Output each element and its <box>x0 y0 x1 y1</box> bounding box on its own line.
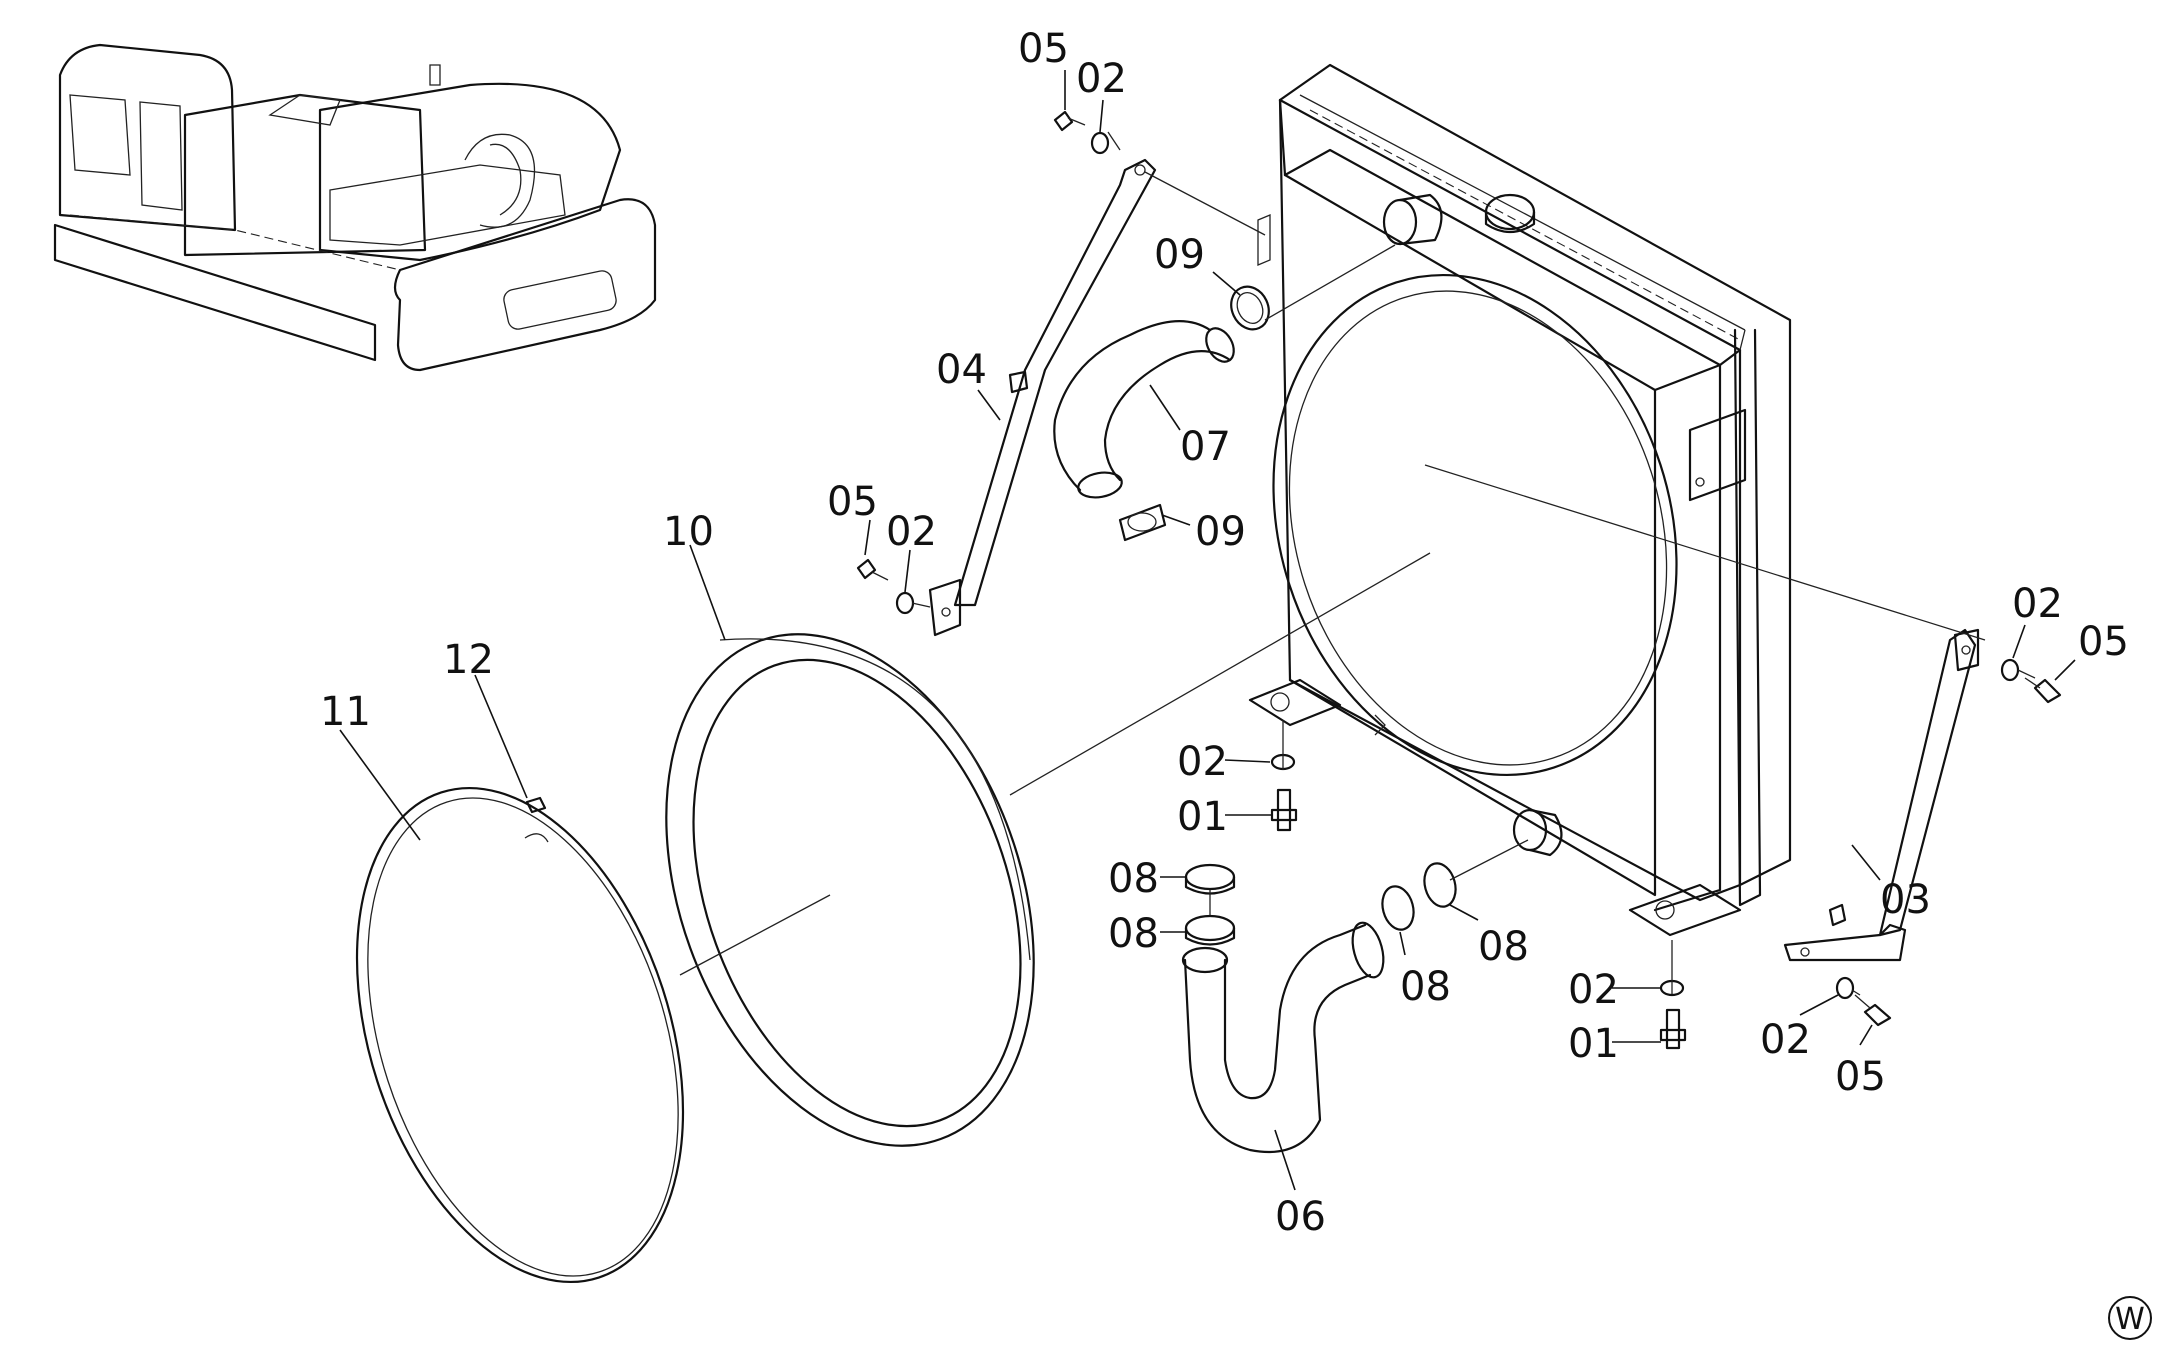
clip-12 <box>525 796 547 814</box>
fan-ring-10 <box>665 633 1035 1147</box>
callout-02-lower: 02 <box>1568 967 1619 1013</box>
callout-08-a: 08 <box>1108 856 1159 902</box>
excavator-thumbnail <box>53 43 657 372</box>
callout-09-top: 09 <box>1154 232 1205 278</box>
callout-08-b: 08 <box>1108 911 1159 957</box>
callout-05-right: 05 <box>2078 619 2129 665</box>
callout-05-left: 05 <box>827 479 878 525</box>
callout-02-top: 02 <box>1076 56 1127 102</box>
w-badge-label: W <box>2115 1302 2145 1337</box>
callout-02-br: 02 <box>1760 1017 1811 1063</box>
callout-01-mid: 01 <box>1177 794 1228 840</box>
upper-hose-07 <box>1053 320 1235 499</box>
radiator-core <box>1248 63 1792 937</box>
assembly-center-lines <box>679 131 2036 996</box>
callout-12: 12 <box>443 637 494 683</box>
callout-06: 06 <box>1275 1194 1326 1240</box>
lower-hose-06 <box>1181 921 1385 1154</box>
leader-lines <box>339 70 2076 1191</box>
clamp-09-upper <box>1230 285 1270 331</box>
callout-02-right: 02 <box>2012 581 2063 627</box>
callout-07: 07 <box>1180 424 1231 470</box>
callout-09-bottom: 09 <box>1195 509 1246 555</box>
w-badge: W <box>2108 1296 2152 1340</box>
callout-11: 11 <box>320 689 371 735</box>
callout-08-d: 08 <box>1478 924 1529 970</box>
clamp-08-set <box>1184 862 1457 946</box>
callout-05-br: 05 <box>1835 1054 1886 1100</box>
callout-10: 10 <box>663 509 714 555</box>
callout-02-left: 02 <box>886 509 937 555</box>
seal-ring-11 <box>355 786 685 1284</box>
clamp-09-lower <box>1118 503 1167 542</box>
callout-02-mid: 02 <box>1177 739 1228 785</box>
callout-08-c: 08 <box>1400 964 1451 1010</box>
callout-labels: 05 02 09 04 07 05 02 09 10 12 11 02 05 0… <box>320 26 2129 1240</box>
stay-rod-03 <box>1783 628 1980 962</box>
callout-01-lower: 01 <box>1568 1021 1619 1067</box>
stay-rod-04 <box>928 158 1157 637</box>
callout-03: 03 <box>1880 877 1931 923</box>
callout-05-top: 05 <box>1018 26 1069 72</box>
callout-04: 04 <box>936 347 987 393</box>
